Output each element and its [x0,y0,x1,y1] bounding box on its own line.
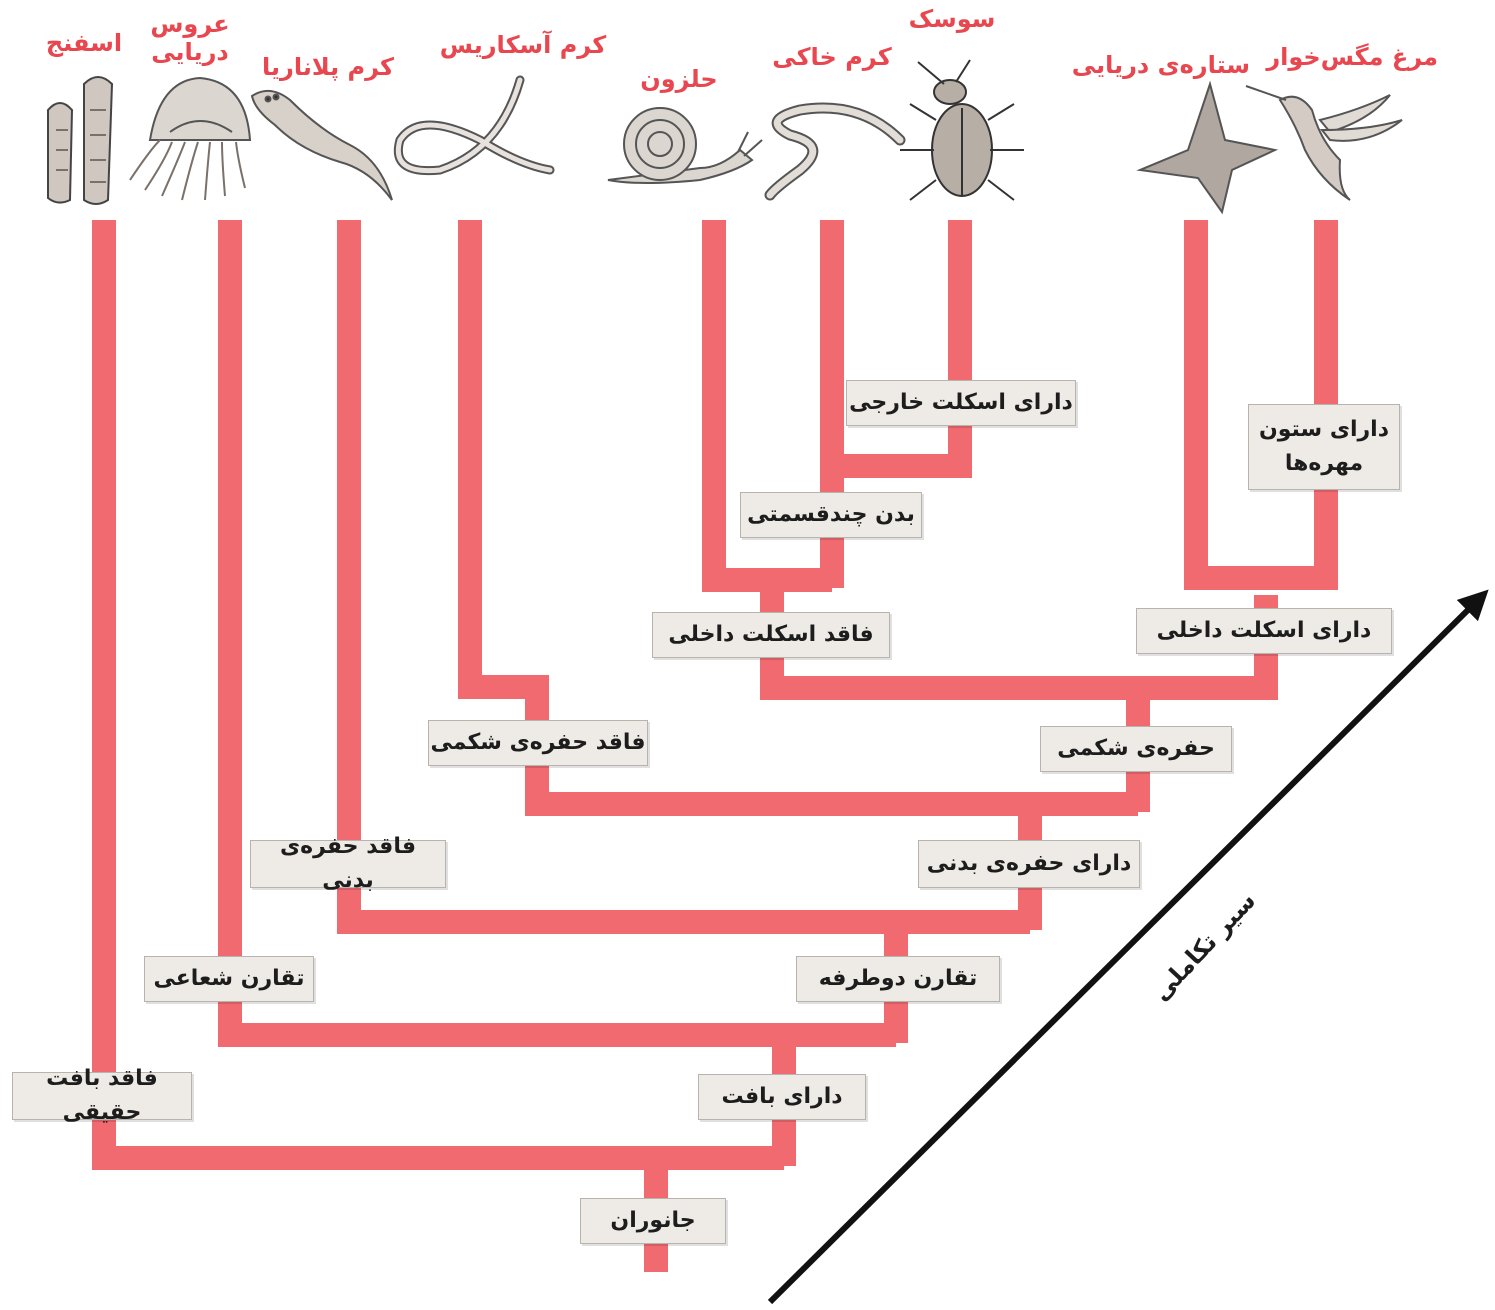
node-radial-symmetry: تقارن شعاعی [144,956,314,1002]
taxon-label-ascaris: کرم آسکاریس [438,30,608,60]
planaria-icon [252,91,392,200]
beetle-icon [900,60,1024,200]
node-no-true-tissue: فاقد بافت حقیقی [12,1072,192,1120]
node-has-body-cavity: دارای حفره‌ی بدنی [918,840,1140,888]
taxon-label-hummingbird: مرغ مگس‌خوار [1270,42,1438,72]
evolution-arrow [770,600,1478,1302]
node-no-endoskeleton: فاقد اسکلت داخلی [652,612,890,658]
node-has-tissue: دارای بافت [698,1074,866,1120]
taxon-label-starfish: ستاره‌ی دریایی [1074,50,1250,80]
taxon-label-jellyfish: عروس دریایی [150,10,230,66]
branch-planaria-cavity [349,220,1030,922]
taxon-label-snail: حلزون [634,64,724,94]
node-animals: جانوران [580,1198,726,1244]
hummingbird-icon [1246,86,1402,200]
ascaris-icon [398,80,550,171]
node-has-endoskeleton: دارای اسکلت داخلی [1136,608,1392,654]
node-has-vertebral-column: دارای ستون مهره‌ها [1248,404,1400,490]
branch-starfish-vertebrate [1196,220,1326,578]
node-no-body-cavity: فاقد حفره‌ی بدنی [250,840,446,888]
taxon-label-beetle: سوسک [906,4,998,34]
starfish-icon [1140,84,1275,212]
node-abdominal-cavity: حفره‌ی شکمی [1040,726,1232,772]
node-has-exoskeleton: دارای اسکلت خارجی [846,380,1076,426]
snail-icon [608,108,762,183]
branch-beetle-exoskeleton [832,220,960,466]
taxon-label-planaria: کرم پلاناریا [248,52,408,82]
sponge-icon [48,77,112,204]
node-segmented-body: بدن چندقسمتی [740,492,922,538]
taxon-label-earthworm: کرم خاکی [772,42,892,72]
earthworm-icon [770,108,900,195]
taxon-label-sponge: اسفنج [44,28,124,58]
node-no-abdominal-cavity: فاقد حفره‌ی شکمی [428,720,648,766]
node-bilateral-symmetry: تقارن دوطرفه [796,956,1000,1002]
jellyfish-icon [130,78,250,200]
branch-sponge-tissue-split [104,220,784,1158]
